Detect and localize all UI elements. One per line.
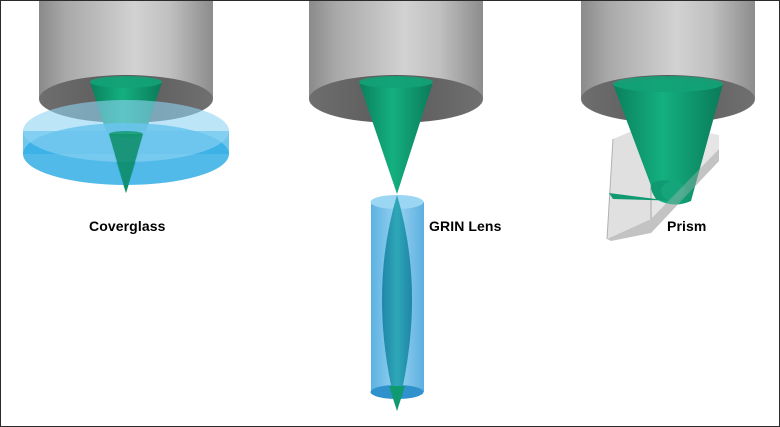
prism-label: Prism <box>667 218 707 234</box>
grin-lens-setup <box>309 1 483 411</box>
grin-lens-rod <box>370 195 424 411</box>
coverglass-label: Coverglass <box>89 218 166 234</box>
prism-setup <box>581 1 755 241</box>
grin-lens-label: GRIN Lens <box>429 218 502 234</box>
coverglass-setup <box>23 1 229 193</box>
excitation-beam <box>359 77 433 194</box>
excitation-beam <box>613 79 723 205</box>
internal-focus-path <box>382 195 412 411</box>
